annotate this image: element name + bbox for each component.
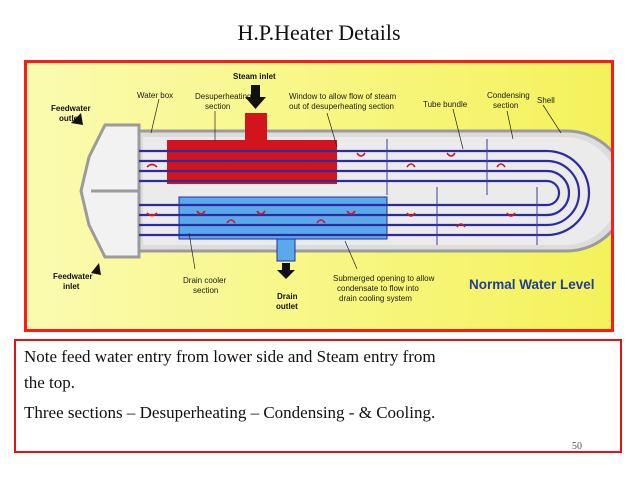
label-window-2: out of desuperheating section [289, 102, 394, 111]
note-line-1: Note feed water entry from lower side an… [24, 347, 436, 366]
steam-inlet-arrow [245, 85, 266, 109]
label-drain-outlet-2: outlet [276, 302, 298, 311]
steam-inlet-nozzle [245, 113, 267, 141]
heater-diagram: Steam inlet Water box Desuperheating sec… [24, 60, 614, 332]
feedwater-inlet-arrow [91, 263, 101, 275]
label-condensing-1: Condensing [487, 91, 530, 100]
drain-outlet-nozzle [276, 238, 296, 262]
feedwater-outlet-arrow [71, 113, 83, 125]
label-submerged-3: drain cooling system [339, 294, 412, 303]
label-submerged-2: condensate to flow into [337, 284, 419, 293]
label-feedwater-inlet-1: Feedwater [53, 272, 93, 281]
label-tube-bundle: Tube bundle [423, 100, 468, 109]
label-drain-outlet-1: Drain [277, 292, 298, 301]
page-number: 50 [572, 441, 582, 452]
label-water-box: Water box [137, 91, 173, 100]
label-shell: Shell [537, 96, 555, 105]
slide-title: H.P.Heater Details [237, 20, 401, 45]
note-line-2: the top. [24, 373, 75, 392]
drain-cooler-section [178, 196, 388, 240]
baffles [386, 139, 538, 245]
label-feedwater-inlet-2: inlet [63, 282, 80, 291]
label-steam-inlet: Steam inlet [233, 72, 276, 81]
note-line-3: Three sections – Desuperheating – Conden… [24, 403, 436, 422]
label-drain-cooler-2: section [193, 286, 218, 295]
label-normal-water-level: Normal Water Level [469, 277, 595, 292]
label-desuperheating-2: section [205, 102, 230, 111]
leader-lines [150, 98, 562, 270]
label-condensing-2: section [493, 101, 518, 110]
label-submerged-1: Submerged opening to allow [333, 274, 435, 283]
drain-outlet-arrow [277, 263, 295, 279]
heater-diagram-svg: Steam inlet Water box Desuperheating sec… [27, 63, 611, 329]
label-feedwater-outlet-1: Feedwater [51, 104, 91, 113]
tube-bundle [139, 149, 591, 237]
flow-arrows [146, 152, 516, 228]
note-box: Note feed water entry from lower side an… [14, 339, 622, 453]
label-window-1: Window to allow flow of steam [289, 92, 396, 101]
label-feedwater-outlet-2: outlet [59, 114, 81, 123]
label-desuperheating-1: Desuperheating [195, 92, 251, 101]
label-drain-cooler-1: Drain cooler [183, 276, 226, 285]
